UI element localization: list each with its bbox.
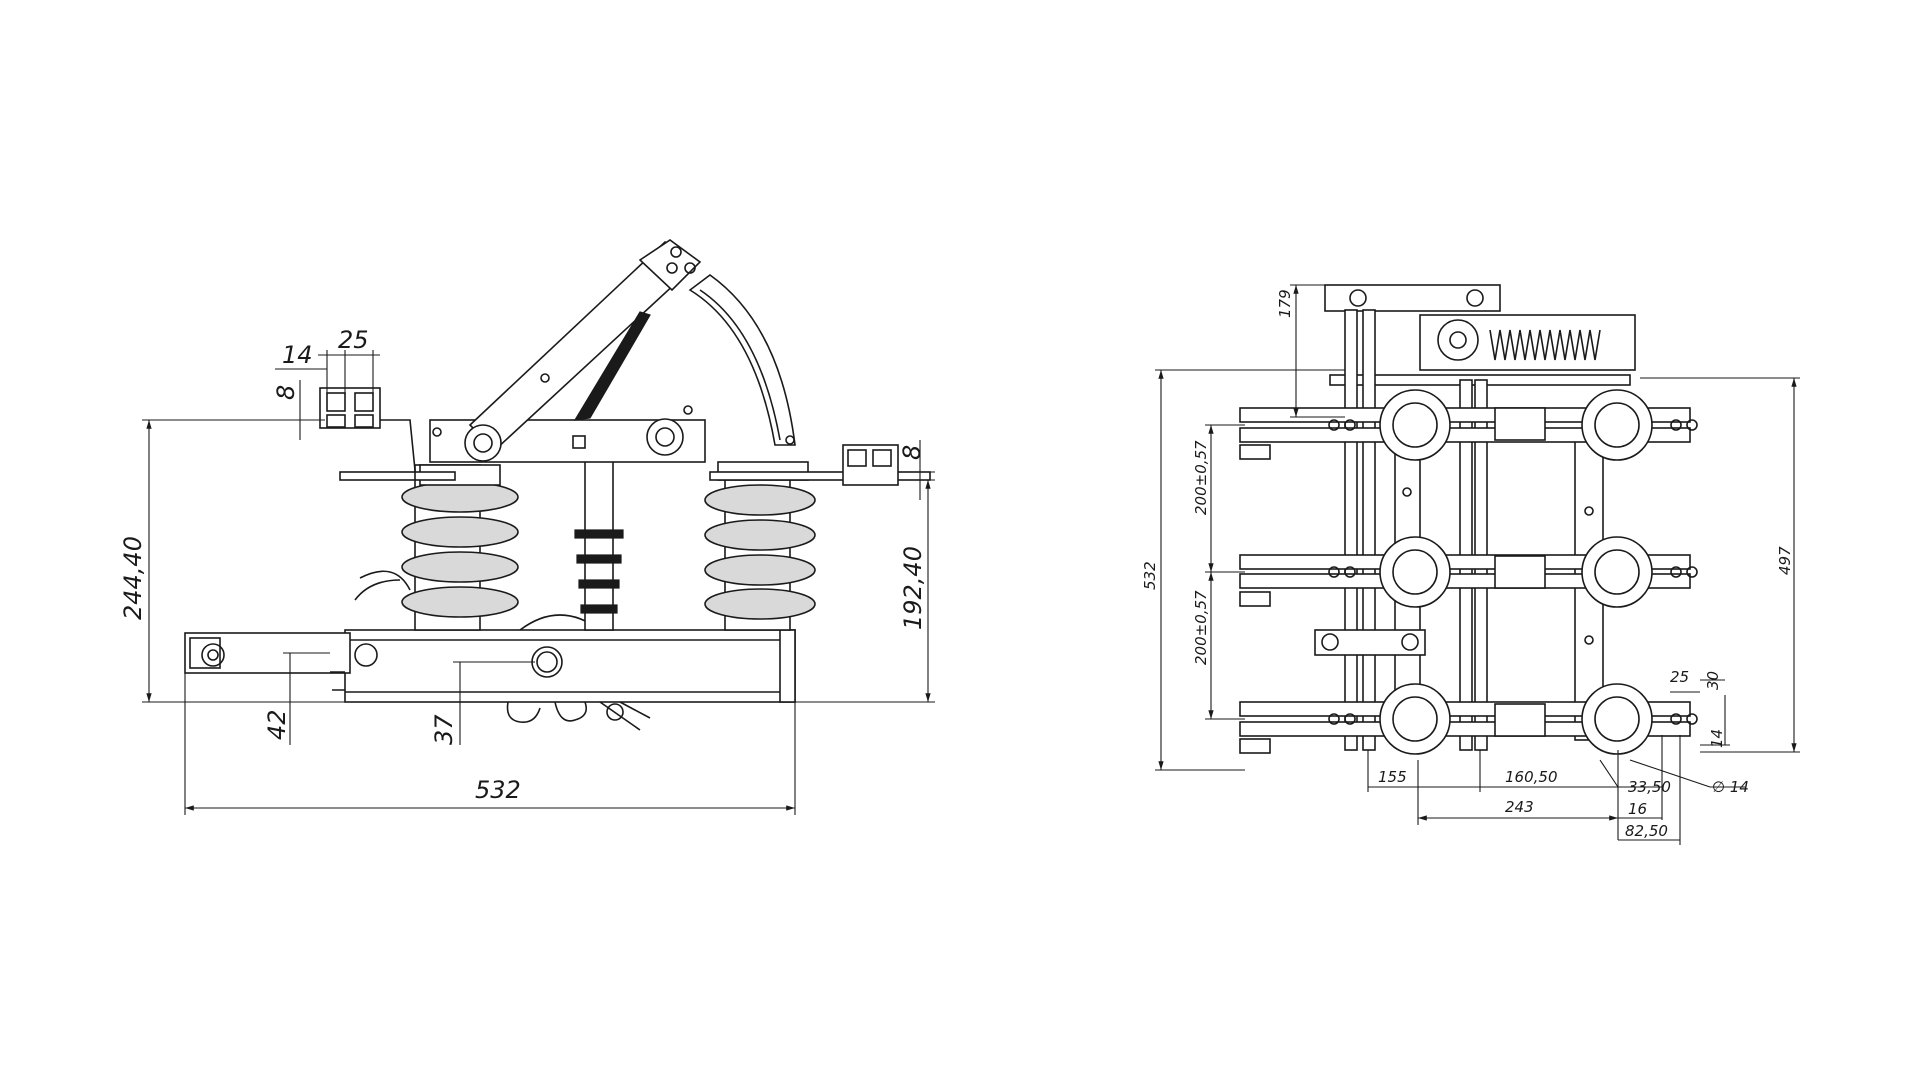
dim-height-192: 192,40 bbox=[899, 546, 927, 630]
dim-edge-14: 14 bbox=[1708, 729, 1726, 748]
spring-damper bbox=[574, 459, 624, 631]
dim-span-243: 243 bbox=[1505, 798, 1534, 816]
dim-top-179: 179 bbox=[1276, 289, 1294, 318]
blade-assembly bbox=[429, 239, 796, 463]
dim-span-33: 33,50 bbox=[1628, 778, 1671, 796]
dim-span-82: 82,50 bbox=[1625, 822, 1668, 840]
dim-width-532: 532 bbox=[1141, 561, 1159, 590]
right-insulator bbox=[704, 461, 816, 631]
dim-offset-37: 37 bbox=[430, 714, 458, 745]
dim-spacing-upper: 200±0,57 bbox=[1192, 440, 1210, 515]
side-view: 14 25 8 244,40 192,40 8 42 37 532 bbox=[119, 239, 935, 815]
side-dimension-lines bbox=[142, 350, 935, 815]
dim-pitch-14: 14 bbox=[282, 341, 313, 369]
dim-terminal-8-right: 8 bbox=[898, 445, 926, 460]
base-frame bbox=[184, 629, 796, 703]
plan-dimension-lines bbox=[1155, 284, 1800, 845]
dim-span-155: 155 bbox=[1378, 768, 1407, 786]
terminals bbox=[319, 387, 931, 486]
dim-length-532: 532 bbox=[475, 776, 521, 804]
left-insulator bbox=[401, 464, 519, 631]
phase-pole-3 bbox=[1239, 683, 1698, 755]
dim-height-244: 244,40 bbox=[119, 536, 147, 620]
dim-hole-pitch-25: 25 bbox=[1670, 668, 1689, 686]
drive-mechanism bbox=[354, 570, 651, 731]
dim-span-16: 16 bbox=[1628, 800, 1647, 818]
dim-span-160: 160,50 bbox=[1505, 768, 1558, 786]
dim-terminal-8-left: 8 bbox=[272, 385, 300, 400]
dim-hole-diameter: ∅ 14 bbox=[1712, 778, 1749, 796]
dim-pitch-25: 25 bbox=[338, 326, 369, 354]
phase-pole-1 bbox=[1239, 389, 1698, 461]
dim-height-497: 497 bbox=[1776, 546, 1794, 575]
dim-hole-offset-30: 30 bbox=[1704, 671, 1722, 690]
plan-view: 179 200±0,57 200±0,57 532 497 25 30 14 1… bbox=[1141, 284, 1800, 845]
dim-offset-42: 42 bbox=[263, 709, 291, 740]
phase-pole-2 bbox=[1239, 536, 1698, 608]
dim-spacing-lower: 200±0,57 bbox=[1192, 590, 1210, 665]
